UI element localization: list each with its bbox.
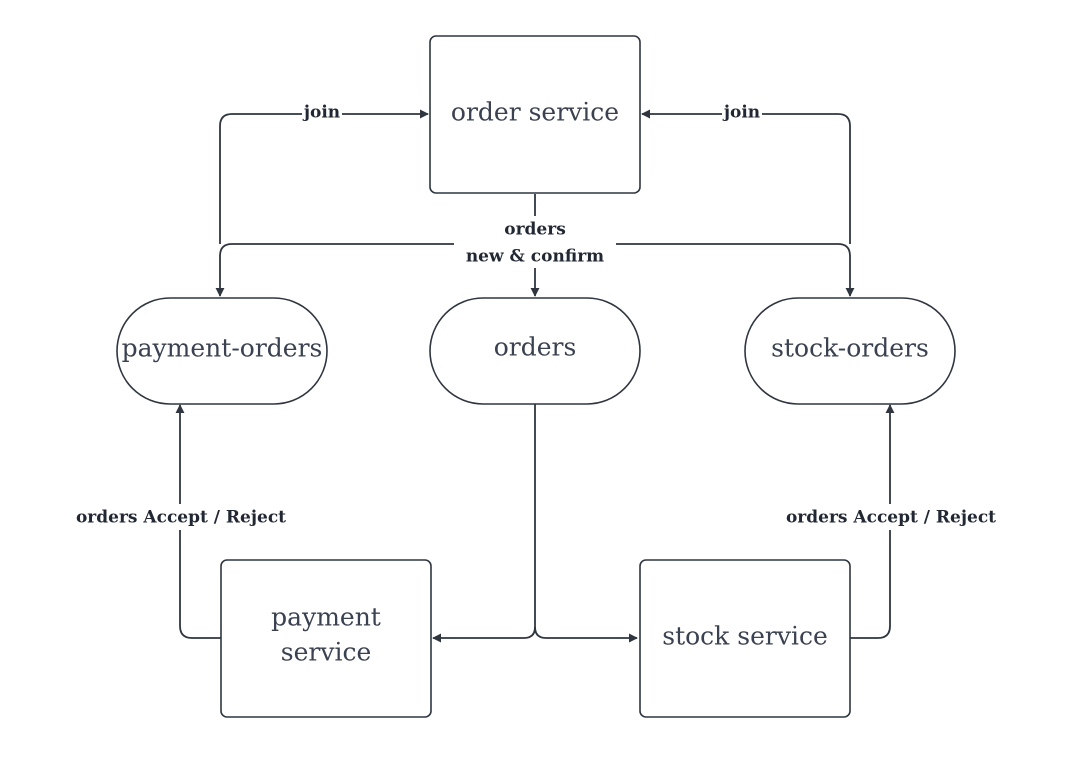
node-payment-service-label-2: service	[281, 638, 372, 667]
edge-orders-to-stock-service	[534, 626, 638, 643]
node-order-service: order service	[429, 35, 641, 194]
edge-orders-to-payment-service	[432, 403, 536, 643]
node-orders-topic-label: orders	[494, 333, 577, 362]
edge-join-left	[219, 109, 429, 244]
edge-bus-to-stock-orders	[610, 243, 855, 297]
edge-label-accept-reject-right: orders Accept / Reject	[786, 508, 996, 528]
edge-payment-service-to-payment-orders	[175, 404, 222, 639]
node-stock-orders: stock-orders	[744, 297, 956, 405]
node-stock-service-label: stock service	[662, 622, 828, 651]
node-orders-topic: orders	[429, 297, 641, 405]
node-stock-service: stock service	[639, 559, 851, 718]
edge-join-right	[641, 109, 851, 244]
edge-label-orders: orders	[504, 220, 566, 240]
edge-label-new-confirm: new & confirm	[466, 247, 604, 267]
edge-label-join-right: join	[722, 103, 760, 123]
edge-label-accept-reject-left: orders Accept / Reject	[76, 508, 286, 528]
edge-label-join-left: join	[302, 103, 340, 123]
node-payment-service-label-1: payment	[271, 603, 381, 632]
node-payment-orders-label: payment-orders	[122, 334, 323, 363]
node-stock-orders-label: stock-orders	[771, 334, 929, 363]
node-payment-service: payment service	[220, 559, 432, 718]
edge-stock-service-to-stock-orders	[850, 404, 895, 639]
node-order-service-label: order service	[451, 98, 619, 127]
node-payment-orders: payment-orders	[116, 297, 328, 405]
edge-bus-to-payment-orders	[215, 243, 460, 297]
